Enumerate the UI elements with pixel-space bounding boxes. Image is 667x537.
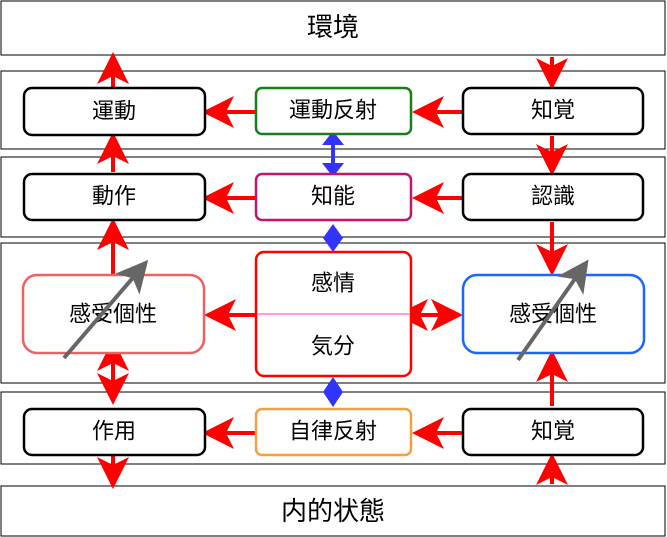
influence-arrows	[62, 259, 589, 362]
node-motor-reflex: 運動反射	[254, 86, 413, 136]
node-mood-label: 気分	[311, 335, 355, 360]
node-perception-top-label: 知覚	[531, 99, 575, 124]
band-environment	[0, 0, 666, 56]
node-function-label: 作用	[92, 420, 136, 445]
node-motor-reflex-label: 運動反射	[289, 99, 377, 124]
node-emotion-mood: 感情 気分	[254, 250, 413, 378]
node-cognition-label: 認識	[531, 185, 575, 210]
influence-arrow-left	[62, 259, 149, 360]
node-perception-bottom-label: 知覚	[531, 420, 575, 445]
link-intellect-emotion-diamond	[323, 224, 343, 252]
influence-arrow-right	[516, 259, 589, 362]
node-perception-top: 知覚	[461, 86, 645, 136]
node-autonomic-reflex: 自律反射	[254, 407, 413, 457]
node-motor-label: 運動	[92, 100, 136, 125]
node-intellect: 知能	[254, 172, 413, 222]
link-emotion-autonomic-diamond	[323, 377, 343, 407]
node-action: 動作	[22, 172, 207, 222]
node-personality-left: 感受個性	[21, 273, 206, 355]
node-action-label: 動作	[92, 185, 136, 210]
band-internal-state	[0, 485, 666, 537]
band-internal-state-label: 内的状態	[281, 497, 385, 527]
node-intellect-label: 知能	[311, 185, 355, 210]
node-personality-left-label: 感受個性	[69, 303, 157, 328]
link-motor-reflex-intellect-bottom-head	[322, 163, 344, 177]
node-personality-right-label: 感受個性	[509, 303, 597, 328]
node-perception-bottom: 知覚	[461, 407, 645, 457]
band-environment-label: 環境	[307, 13, 359, 43]
node-personality-right: 感受個性	[461, 273, 646, 355]
node-motor: 運動	[22, 86, 207, 137]
flow-arrows	[97, 52, 568, 489]
node-function: 作用	[22, 407, 207, 457]
node-autonomic-reflex-label: 自律反射	[289, 420, 377, 445]
node-emotion-label: 感情	[311, 272, 355, 297]
node-cognition: 認識	[461, 172, 645, 222]
link-motor-reflex-intellect-top-head	[322, 131, 344, 145]
link-arrows	[322, 131, 344, 407]
